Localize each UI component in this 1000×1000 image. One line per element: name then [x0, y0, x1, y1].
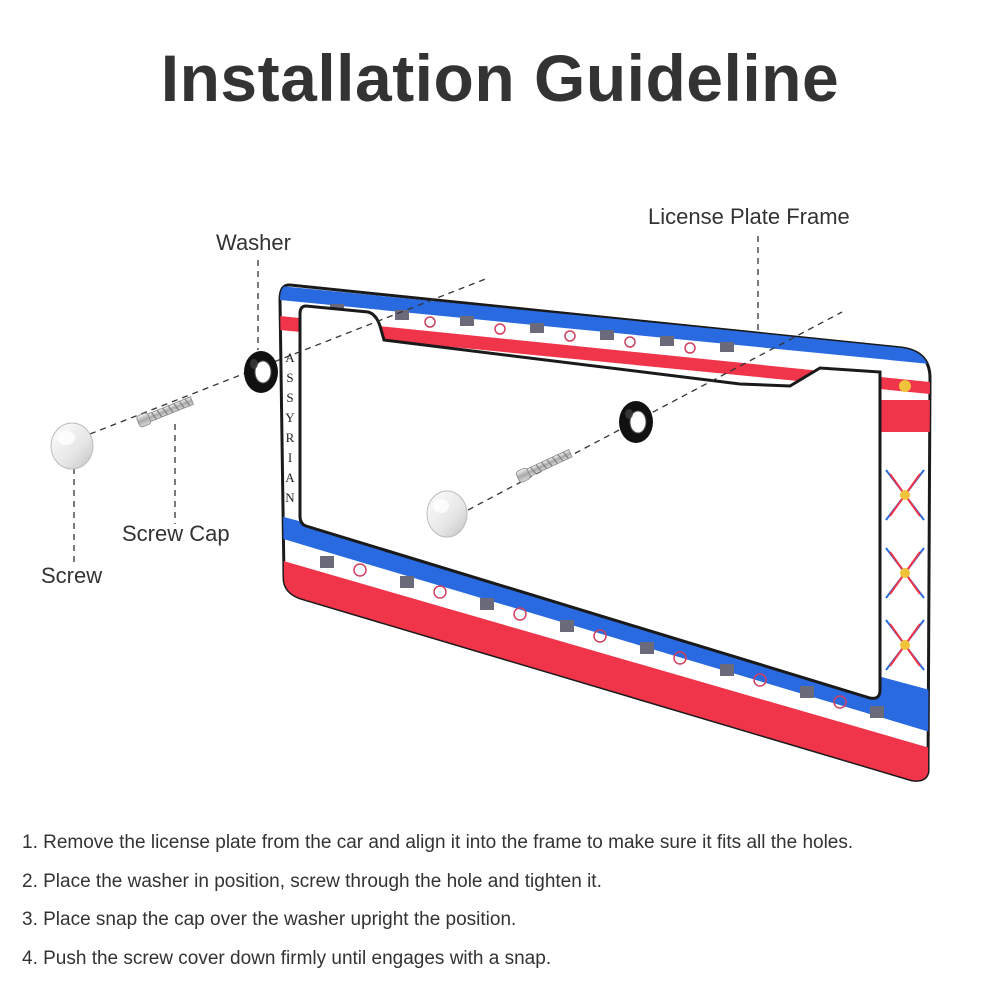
page-title: Installation Guideline — [160, 41, 840, 115]
step-3: 3. Place snap the cap over the washer up… — [22, 909, 517, 930]
washer-left — [244, 351, 278, 393]
frame-letter: S — [286, 390, 293, 405]
frame-letter: A — [285, 350, 295, 365]
step-2: 2. Place the washer in position, screw t… — [22, 870, 602, 892]
installation-steps: 1. Remove the license plate from the car… — [22, 828, 992, 982]
step-4: 4. Push the screw cover down firmly unti… — [22, 947, 552, 969]
left-hardware — [50, 351, 278, 470]
frame-letter: S — [286, 370, 293, 385]
frame-letter: Y — [285, 410, 295, 425]
right-red-stripe — [880, 400, 930, 432]
top-red-stripe — [280, 316, 930, 394]
frame-letter: I — [288, 450, 292, 465]
callout-license-plate-frame: License Plate Frame — [648, 204, 850, 229]
frame-letter: R — [286, 430, 295, 445]
washer-right — [619, 401, 653, 443]
screw-right — [515, 449, 573, 483]
axis-line-left — [89, 277, 489, 435]
step-1: 1. Remove the license plate from the car… — [22, 832, 854, 853]
bottom-blue-stripe — [280, 516, 930, 732]
callout-screw: Screw — [41, 563, 103, 588]
installation-diagram: A S S Y R I A N — [50, 236, 932, 782]
callout-screw-cap: Screw Cap — [122, 521, 230, 546]
frame-vertical-text: A S S Y R I A N — [285, 350, 295, 505]
screw-left — [136, 396, 194, 428]
screw-cover-left — [50, 422, 94, 470]
license-plate-frame — [278, 283, 932, 782]
callout-washer: Washer — [216, 230, 291, 255]
frame-letter: N — [285, 490, 295, 505]
screw-cover-right — [426, 490, 468, 538]
right-hardware — [426, 401, 653, 538]
top-blue-stripe — [280, 286, 930, 364]
frame-letter: A — [285, 470, 295, 485]
